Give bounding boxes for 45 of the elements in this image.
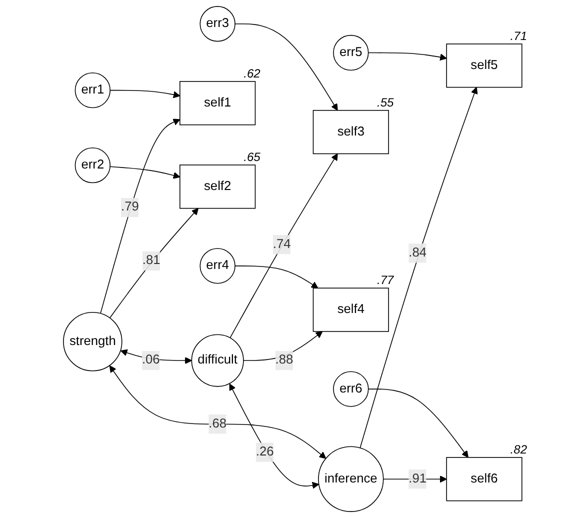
arrow: [110, 365, 327, 459]
arrow: [110, 208, 199, 318]
edge-label: .88: [276, 353, 294, 367]
edge-label: .74: [273, 237, 292, 252]
edge-label: .81: [142, 254, 161, 268]
arrow: [234, 23, 338, 111]
edge-label: .68: [208, 416, 227, 431]
arrow: [230, 153, 338, 338]
edge-label: .06: [142, 353, 160, 367]
node-circle: err1: [75, 72, 111, 108]
node-box: self4: [313, 288, 390, 332]
coefficient-label: .65: [244, 150, 261, 164]
coefficient-label: .71: [510, 28, 528, 43]
node-box: self1: [180, 81, 256, 126]
edge-label: .84: [408, 246, 427, 260]
arrow: [368, 388, 469, 458]
node-circle: inference: [318, 446, 384, 512]
node-circle: err6: [333, 371, 370, 407]
node-circle: err4: [200, 248, 236, 284]
arrow: [243, 331, 324, 361]
node-circle: err3: [200, 6, 236, 42]
edge-label: .26: [256, 445, 274, 459]
coefficient-label: .77: [377, 273, 394, 288]
arrow: [110, 166, 181, 179]
arrow: [120, 349, 192, 364]
arrow: [234, 266, 319, 288]
coefficient-label: .62: [244, 66, 261, 80]
node-box: self6: [446, 457, 523, 502]
arrow: [383, 476, 448, 483]
node-box: self3: [313, 110, 390, 154]
edge-label: .91: [408, 472, 427, 486]
arrow: [230, 384, 320, 489]
coefficient-label: .55: [377, 95, 394, 110]
arrow: [368, 52, 448, 61]
edge-label: .79: [121, 200, 140, 214]
node-circle: err2: [75, 147, 111, 184]
node-box: self2: [180, 164, 256, 209]
arrow: [100, 118, 181, 314]
arrow: [110, 90, 181, 98]
node-box: self5: [446, 44, 523, 88]
node-circle: difficult: [192, 334, 244, 387]
arrow: [360, 86, 478, 448]
coefficient-label: .82: [510, 442, 528, 456]
node-circle: strength: [63, 312, 123, 372]
node-circle: err5: [333, 34, 370, 71]
